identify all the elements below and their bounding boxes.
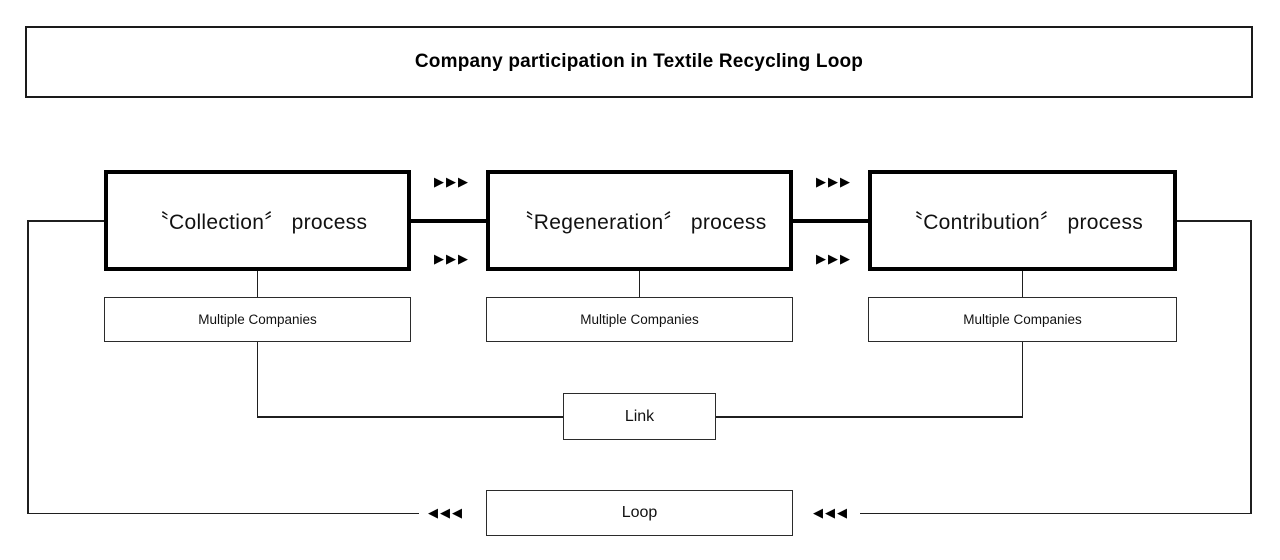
triangle-left-icon: ◀ <box>825 505 835 520</box>
triangle-right-icon: ▶ <box>434 174 444 189</box>
companies-label-regeneration: Multiple Companies <box>580 312 699 327</box>
triangle-right-icon: ▶ <box>446 174 456 189</box>
loop-label: Loop <box>621 504 658 521</box>
process-label-regeneration: 〝Regeneration〞 process <box>512 210 767 234</box>
triangle-right-icon: ▶ <box>446 251 456 266</box>
process-box-collection[interactable]: 〝Collection〞 process <box>104 170 411 271</box>
forward-arrows-collection-regeneration-lower: ▶ ▶ ▶ <box>434 252 468 265</box>
triangle-left-icon: ◀ <box>428 505 438 520</box>
process-box-contribution[interactable]: 〝Contribution〞 process <box>868 170 1177 271</box>
triangle-right-icon: ▶ <box>816 174 826 189</box>
process-box-regeneration[interactable]: 〝Regeneration〞 process <box>486 170 793 271</box>
link-route-right-horizontal <box>716 416 1023 418</box>
diagram-title-box: Company participation in Textile Recycli… <box>25 26 1253 98</box>
stem-contribution-to-companies <box>1021 271 1024 298</box>
link-label: Link <box>624 407 655 425</box>
process-label-collection: 〝Collection〞 process <box>147 210 368 234</box>
process-connector-regeneration-contribution <box>791 218 870 223</box>
triangle-left-icon: ◀ <box>440 505 450 520</box>
triangle-left-icon: ◀ <box>813 505 823 520</box>
stem-collection-to-companies <box>256 271 259 298</box>
link-box[interactable]: Link <box>563 393 716 440</box>
link-route-right-vertical <box>1021 342 1024 417</box>
loop-line-right-vertical <box>1250 220 1252 514</box>
triangle-left-icon: ◀ <box>837 505 847 520</box>
forward-arrows-regeneration-contribution-upper: ▶ ▶ ▶ <box>816 175 850 188</box>
companies-box-collection[interactable]: Multiple Companies <box>104 297 411 342</box>
page-title: Company participation in Textile Recycli… <box>414 51 864 72</box>
link-route-left-vertical <box>256 342 259 417</box>
process-label-contribution: 〝Contribution〞 process <box>901 210 1144 234</box>
process-connector-collection-regeneration <box>409 218 488 223</box>
companies-box-contribution[interactable]: Multiple Companies <box>868 297 1177 342</box>
loop-line-left-bottom <box>27 512 419 515</box>
forward-arrows-collection-regeneration-upper: ▶ ▶ ▶ <box>434 175 468 188</box>
link-route-left-horizontal <box>256 416 564 418</box>
loop-line-left-vertical <box>27 220 29 514</box>
triangle-right-icon: ▶ <box>458 174 468 189</box>
companies-label-collection: Multiple Companies <box>198 312 317 327</box>
backward-arrows-right: ◀ ◀ ◀ <box>813 506 847 519</box>
triangle-right-icon: ▶ <box>816 251 826 266</box>
triangle-right-icon: ▶ <box>840 251 850 266</box>
triangle-right-icon: ▶ <box>840 174 850 189</box>
triangle-right-icon: ▶ <box>828 174 838 189</box>
loop-line-right-bottom <box>860 512 1252 515</box>
forward-arrows-regeneration-contribution-lower: ▶ ▶ ▶ <box>816 252 850 265</box>
loop-line-right-top <box>1175 220 1252 222</box>
loop-line-left-top <box>27 220 106 222</box>
companies-box-regeneration[interactable]: Multiple Companies <box>486 297 793 342</box>
triangle-right-icon: ▶ <box>828 251 838 266</box>
triangle-left-icon: ◀ <box>452 505 462 520</box>
triangle-right-icon: ▶ <box>434 251 444 266</box>
triangle-right-icon: ▶ <box>458 251 468 266</box>
stem-regeneration-to-companies <box>638 271 641 298</box>
companies-label-contribution: Multiple Companies <box>963 312 1082 327</box>
backward-arrows-left: ◀ ◀ ◀ <box>428 506 462 519</box>
loop-box[interactable]: Loop <box>486 490 793 536</box>
